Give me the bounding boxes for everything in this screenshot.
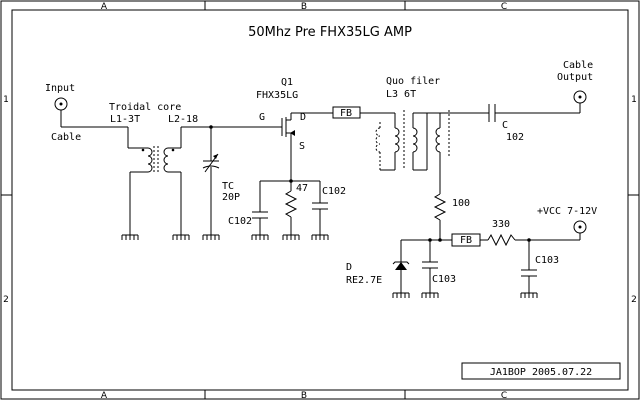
drain-wire — [291, 106, 380, 119]
trimmer-capacitor-tc — [202, 127, 220, 235]
frame-col-c-bottom: C — [501, 391, 507, 400]
frame-row-2-right: 2 — [631, 295, 637, 305]
vcc-connector — [573, 220, 587, 234]
input-label: Input — [45, 83, 75, 94]
quo-filter-l3 — [375, 110, 450, 194]
r47-label: 47 — [296, 183, 308, 194]
r330-label: 330 — [492, 219, 510, 230]
author-box — [461, 362, 621, 380]
tc-value-label: 20P — [222, 192, 240, 203]
frame-row-2-left: 2 — [3, 295, 9, 305]
c102-source-label: C102 — [228, 216, 252, 227]
output-connector — [573, 90, 587, 104]
c-out-value-label: 102 — [506, 132, 524, 143]
supply-wire — [401, 233, 581, 247]
c103-left — [422, 238, 438, 293]
q1-fet — [281, 113, 295, 181]
fb2-label: FB — [460, 235, 472, 246]
author-date-label: JA1BOP 2005.07.22 — [490, 367, 592, 378]
r100-label: 100 — [452, 198, 470, 209]
c-out-label: C — [502, 120, 508, 131]
c102-bypass-label: C102 — [322, 186, 346, 197]
gate-wire — [181, 125, 282, 129]
frame-col-a-top: A — [101, 2, 108, 12]
zener-diode — [392, 240, 410, 293]
quo-filter-label: Quo filer — [386, 76, 440, 87]
vcc-label: +VCC 7-12V — [537, 206, 597, 217]
r100-resistor — [433, 193, 447, 242]
output-label: Output — [557, 72, 593, 83]
frame-row-1-right: 1 — [631, 95, 637, 105]
schematic-title: 50Mhz Pre FHX35LG AMP — [248, 25, 412, 40]
gate-pin-label: G — [259, 112, 265, 123]
source-network — [252, 179, 328, 235]
c103-right — [521, 240, 537, 293]
q1-part-label: FHX35LG — [256, 90, 298, 101]
l2-label: L2-18 — [168, 114, 198, 125]
cable-in-label: Cable — [51, 132, 81, 143]
output-wire — [440, 103, 581, 122]
frame-col-a-bottom: A — [101, 391, 108, 400]
tc-label: TC — [222, 181, 234, 192]
troidal-core-label: Troidal core — [109, 102, 181, 113]
frame-col-b-top: B — [301, 2, 307, 12]
source-pin-label: S — [299, 141, 305, 152]
input-connector — [54, 97, 129, 148]
toroidal-transformer — [128, 127, 182, 235]
diode-label: D — [346, 262, 352, 273]
ground-symbols — [121, 234, 538, 298]
c103-right-label: C103 — [535, 255, 559, 266]
cable-out-label: Cable — [563, 60, 593, 71]
q1-label: Q1 — [281, 77, 293, 88]
frame-row-1-left: 1 — [3, 95, 9, 105]
drain-pin-label: D — [300, 112, 306, 123]
l1-label: L1-3T — [110, 114, 140, 125]
frame-col-c-top: C — [501, 2, 507, 12]
fb1-label: FB — [340, 108, 352, 119]
frame-col-b-bottom: B — [301, 391, 307, 400]
l3-label: L3 6T — [386, 89, 416, 100]
diode-part-label: RE2.7E — [346, 275, 382, 286]
c103-left-label: C103 — [432, 274, 456, 285]
